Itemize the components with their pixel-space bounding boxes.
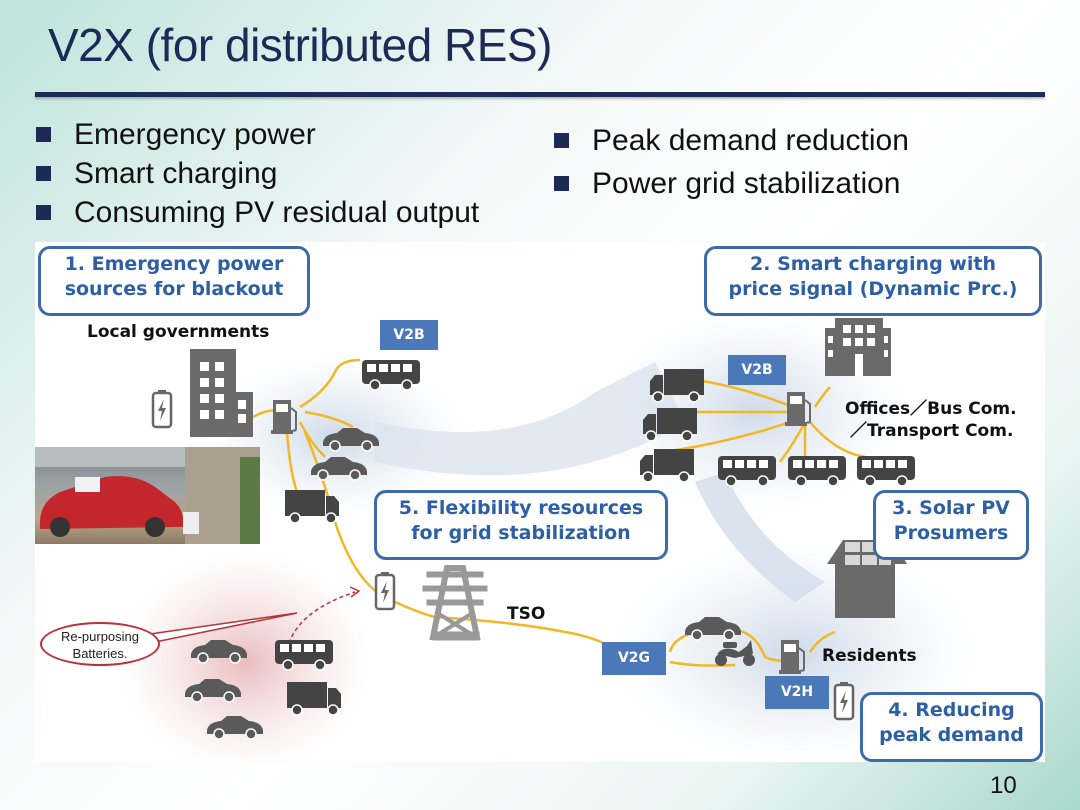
scooter-icon — [715, 640, 755, 666]
callout-text: peak demand — [879, 724, 1024, 746]
bubble-text: Batteries. — [72, 646, 128, 661]
offices-label: Offices／Bus Com. — [845, 399, 1017, 419]
callout-text: 4. Reducing — [888, 699, 1015, 721]
callout-text: sources for blackout — [64, 278, 284, 300]
callout-flexibility-resources: 5. Flexibility resources for grid stabil… — [374, 490, 668, 560]
callout-text: 3. Solar PV — [892, 497, 1010, 519]
callout-text: 5. Flexibility resources — [398, 497, 644, 519]
bullet-item: Power grid stabilization — [552, 162, 909, 205]
battery-icon — [151, 388, 173, 429]
slide-title: V2X (for distributed RES) — [48, 19, 552, 71]
v2x-diagram: 1. Emergency power sources for blackout … — [35, 242, 1045, 762]
v2b-tag: V2B — [728, 355, 786, 385]
battery-icon — [374, 570, 396, 611]
bullet-item: Smart charging — [34, 154, 479, 193]
diagram-graphics — [120, 312, 975, 762]
callout-smart-charging: 2. Smart charging with price signal (Dyn… — [704, 246, 1042, 316]
bullet-item: Emergency power — [34, 115, 479, 154]
bullet-item: Peak demand reduction — [552, 119, 909, 162]
callout-text: for grid stabilization — [411, 522, 631, 544]
repurposing-batteries-bubble: Re-purposing Batteries. — [40, 622, 160, 666]
transport-label: ／Transport Com. — [850, 421, 1014, 441]
callout-text: 1. Emergency power — [64, 253, 284, 275]
bubble-text: Re-purposing — [60, 629, 140, 644]
red-ev-car-image — [35, 447, 260, 544]
tso-label: TSO — [507, 604, 546, 624]
ev-charging-photo — [35, 447, 260, 544]
v2g-tag: V2G — [602, 642, 666, 675]
callout-emergency-power: 1. Emergency power sources for blackout — [38, 246, 310, 316]
callout-text: Prosumers — [893, 522, 1009, 544]
bus-icon — [856, 455, 916, 487]
page-number: 10 — [990, 772, 1017, 799]
callout-text: 2. Smart charging with — [750, 253, 996, 275]
bullet-list-left: Emergency power Smart charging Consuming… — [34, 115, 479, 232]
bullet-item: Consuming PV residual output — [34, 193, 479, 232]
v2h-tag: V2H — [765, 676, 829, 709]
local-government-building-icon — [190, 349, 253, 437]
residents-label: Residents — [822, 646, 917, 666]
v2b-tag: V2B — [380, 320, 438, 350]
office-building-icon — [825, 318, 891, 376]
local-governments-label: Local governments — [87, 322, 270, 342]
battery-icon — [833, 680, 855, 721]
transmission-tower-icon — [422, 565, 488, 641]
title-divider — [35, 92, 1045, 97]
callout-solar-pv: 3. Solar PV Prosumers — [873, 490, 1029, 560]
callout-reducing-peak-demand: 4. Reducing peak demand — [860, 692, 1043, 762]
callout-text: price signal (Dynamic Prc.) — [728, 278, 1018, 300]
bullet-list-right: Peak demand reduction Power grid stabili… — [552, 119, 909, 205]
